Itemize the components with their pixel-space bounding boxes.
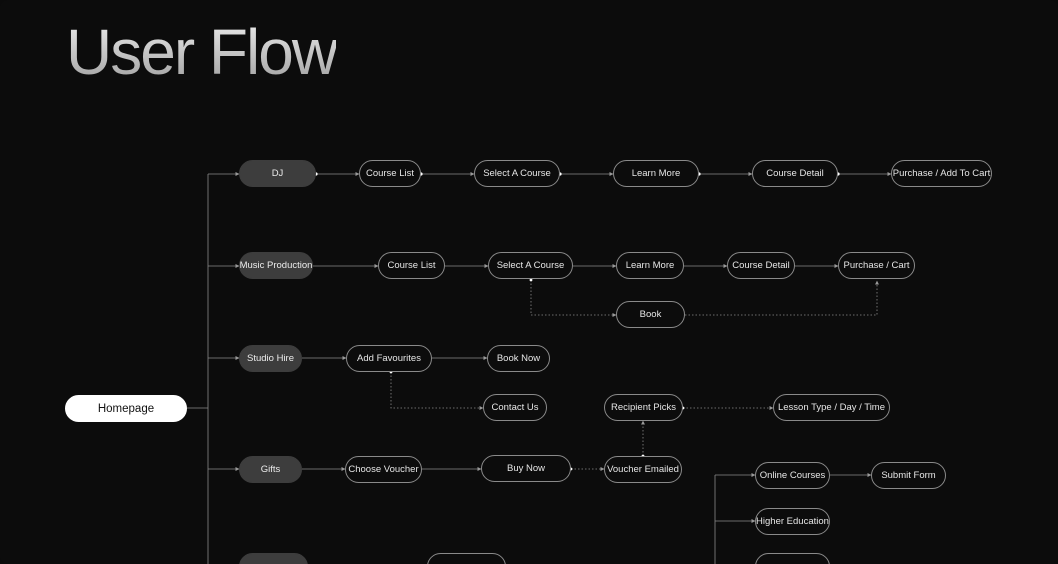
contact-us-node[interactable]: Contact Us — [483, 394, 547, 421]
mp-course-list-node[interactable]: Course List — [378, 252, 445, 279]
dj-course-detail-node[interactable]: Course Detail — [752, 160, 838, 187]
mp-purchase-node[interactable]: Purchase / Cart — [838, 252, 915, 279]
music-production-node[interactable]: Music Production — [239, 252, 313, 279]
cut-off-node[interactable] — [427, 553, 506, 564]
online-courses-node[interactable]: Online Courses — [755, 462, 830, 489]
cut-off-category-node[interactable] — [239, 553, 308, 564]
dj-node[interactable]: DJ — [239, 160, 316, 187]
dj-learn-more-node[interactable]: Learn More — [613, 160, 699, 187]
voucher-emailed-node[interactable]: Voucher Emailed — [604, 456, 682, 483]
gifts-node[interactable]: Gifts — [239, 456, 302, 483]
mp-course-detail-node[interactable]: Course Detail — [727, 252, 795, 279]
mp-learn-more-node[interactable]: Learn More — [616, 252, 684, 279]
cut-off-branch-node[interactable] — [755, 553, 830, 564]
page-title: User Flow — [66, 16, 338, 88]
dj-purchase-node[interactable]: Purchase / Add To Cart — [891, 160, 992, 187]
add-favourites-node[interactable]: Add Favourites — [346, 345, 432, 372]
choose-voucher-node[interactable]: Choose Voucher — [345, 456, 422, 483]
gifts-buy-now-node[interactable]: Buy Now — [481, 455, 571, 482]
studio-hire-node[interactable]: Studio Hire — [239, 345, 302, 372]
submit-form-node[interactable]: Submit Form — [871, 462, 946, 489]
recipient-picks-node[interactable]: Recipient Picks — [604, 394, 683, 421]
book-now-node[interactable]: Book Now — [487, 345, 550, 372]
dj-select-course-node[interactable]: Select A Course — [474, 160, 560, 187]
mp-book-node[interactable]: Book — [616, 301, 685, 328]
homepage-node[interactable]: Homepage — [65, 395, 187, 422]
lesson-type-node[interactable]: Lesson Type / Day / Time — [773, 394, 890, 421]
mp-select-course-node[interactable]: Select A Course — [488, 252, 573, 279]
dj-course-list-node[interactable]: Course List — [359, 160, 421, 187]
higher-education-node[interactable]: Higher Education — [755, 508, 830, 535]
